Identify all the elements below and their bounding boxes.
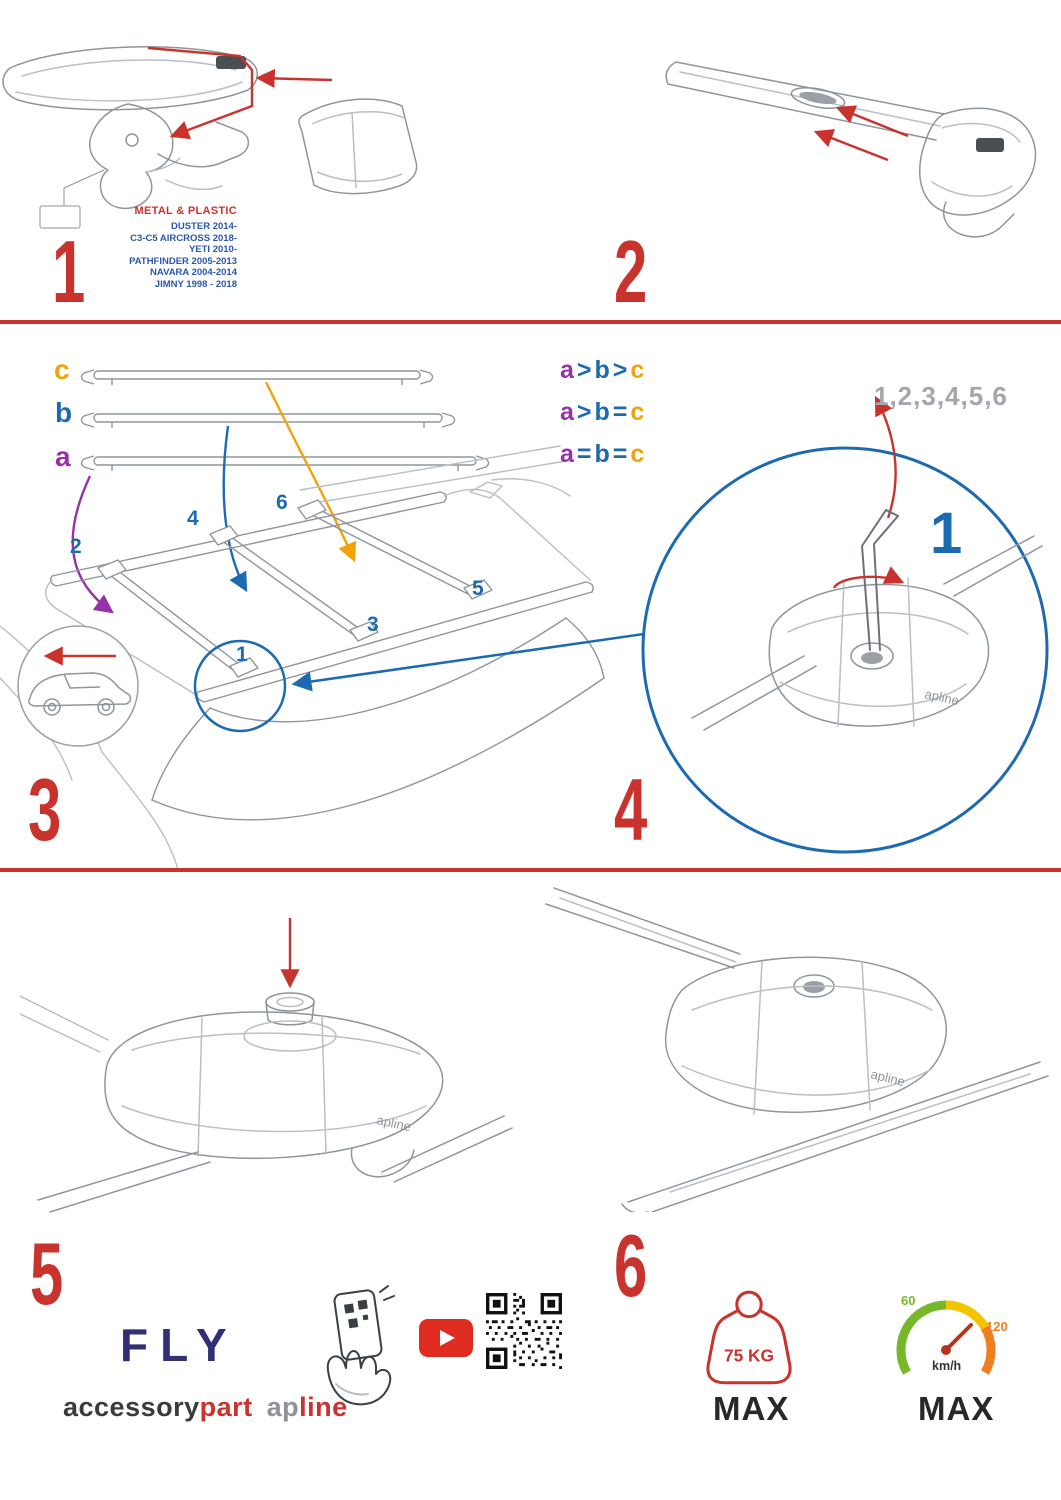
brand-line: line	[299, 1392, 348, 1422]
roof-position-6: 6	[276, 491, 288, 514]
step6-mounted-foot-diagram: apline	[545, 887, 1049, 1212]
insert-arrows	[813, 105, 909, 162]
foot-with-cap	[20, 992, 513, 1213]
vehicle-item: PATHFINDER 2005-2013	[129, 255, 237, 267]
legend-a: a	[560, 440, 575, 468]
vehicle-item: NAVARA 2004-2014	[150, 267, 237, 278]
speed-max-label: MAX	[918, 1390, 995, 1427]
legend-op: =	[576, 440, 593, 468]
rubber-pad-part	[298, 98, 418, 195]
step2-bar-end-diagram	[665, 61, 1037, 238]
legend-op: =	[612, 398, 629, 426]
roof-position-2: 2	[70, 535, 82, 558]
phone-scan-icon	[326, 1285, 395, 1406]
rotation-arrow	[832, 566, 905, 589]
speed-high-label: 120	[986, 1319, 1008, 1334]
weight-max-label: MAX	[713, 1390, 790, 1427]
foot-brand-text: apline	[923, 686, 960, 708]
brand-part: part	[199, 1392, 253, 1422]
bar-position-arrows	[71, 381, 357, 614]
foot-brand-text: apline	[375, 1112, 412, 1134]
step1-number: 1	[52, 222, 85, 321]
legend-op: >	[612, 356, 629, 384]
car-direction-inset	[17, 625, 139, 747]
legend-b: b	[594, 356, 611, 384]
legend-b: b	[594, 398, 611, 426]
detail-callout-line	[291, 632, 645, 692]
car-roof-drawing	[0, 445, 605, 870]
legend-op: >	[576, 356, 593, 384]
step4-number: 4	[614, 760, 647, 859]
crossbar-with-foot	[665, 61, 1037, 238]
vehicle-compatibility-list: DUSTER 2014- C3-C5 AIRCROSS 2018- YETI 2…	[85, 221, 237, 290]
vehicle-item: DUSTER 2014-	[171, 221, 237, 232]
legend-a: a	[560, 356, 575, 384]
legend-op: =	[612, 440, 629, 468]
speedometer-icon	[896, 1300, 996, 1375]
legend-c: c	[630, 440, 646, 468]
length-legend-row-2: a>b=c	[560, 400, 645, 425]
length-legend-row-3: a=b=c	[560, 442, 645, 467]
brand-accessory: accessory	[63, 1392, 200, 1422]
step4-tighten-detail-diagram: apline	[641, 395, 1049, 854]
legend-a: a	[560, 398, 575, 426]
bar-label-b: b	[55, 397, 73, 428]
detail-magnifier-circle	[641, 446, 1049, 854]
assembly-arrows	[147, 46, 333, 140]
foot-with-allen-key	[691, 509, 1043, 731]
qr-code	[486, 1293, 562, 1369]
product-name: FLY	[120, 1319, 239, 1371]
step2-number: 2	[614, 222, 647, 321]
roof-position-4: 4	[187, 507, 199, 530]
sequence-pointer-arrow	[874, 395, 897, 519]
position1-highlight-circle	[193, 639, 287, 733]
bar-label-c: c	[54, 354, 70, 385]
roof-position-3: 3	[367, 613, 379, 636]
legend-c: c	[630, 356, 646, 384]
speed-unit-label: km/h	[932, 1359, 962, 1373]
legend-op: >	[576, 398, 593, 426]
bar-label-a: a	[55, 441, 71, 472]
weight-icon: 75 KG	[706, 1290, 792, 1385]
step5-number: 5	[30, 1224, 63, 1323]
vehicle-item: YETI 2010-	[188, 244, 237, 255]
youtube-icon	[419, 1319, 473, 1357]
brand-ap: ap	[266, 1392, 300, 1422]
crossbars-abc	[80, 369, 490, 471]
length-legend-row-1: a>b>c	[560, 358, 645, 383]
speedometer-needle	[944, 1323, 973, 1352]
sequence-first-number: 1	[930, 501, 963, 566]
max-load-value: 75 KG	[724, 1345, 774, 1365]
vehicle-item: C3-C5 AIRCROSS 2018-	[130, 232, 237, 244]
legend-c: c	[630, 398, 646, 426]
tightening-sequence: 1,2,3,4,5,6	[874, 381, 1008, 411]
foot-logo-badge	[976, 138, 1004, 152]
step6-number: 6	[614, 1216, 647, 1315]
step1-clamp-diagram	[2, 46, 418, 229]
step3-number: 3	[28, 760, 61, 859]
crossbar-cross-section	[2, 46, 258, 229]
material-label: METAL & PLASTIC	[134, 205, 237, 217]
step3-roof-layout-diagram	[0, 369, 645, 870]
section-divider	[0, 868, 1061, 872]
vehicle-item: JIMNY 1998 - 2018	[154, 278, 237, 290]
mounted-foot	[545, 887, 1049, 1212]
roof-position-1: 1	[236, 643, 248, 666]
roof-position-5: 5	[472, 577, 484, 600]
legend-b: b	[594, 440, 611, 468]
step5-cap-diagram: apline	[20, 918, 513, 1213]
bar-logo-badge	[216, 56, 246, 69]
section-divider	[0, 320, 1061, 324]
speed-low-label: 60	[901, 1293, 916, 1308]
